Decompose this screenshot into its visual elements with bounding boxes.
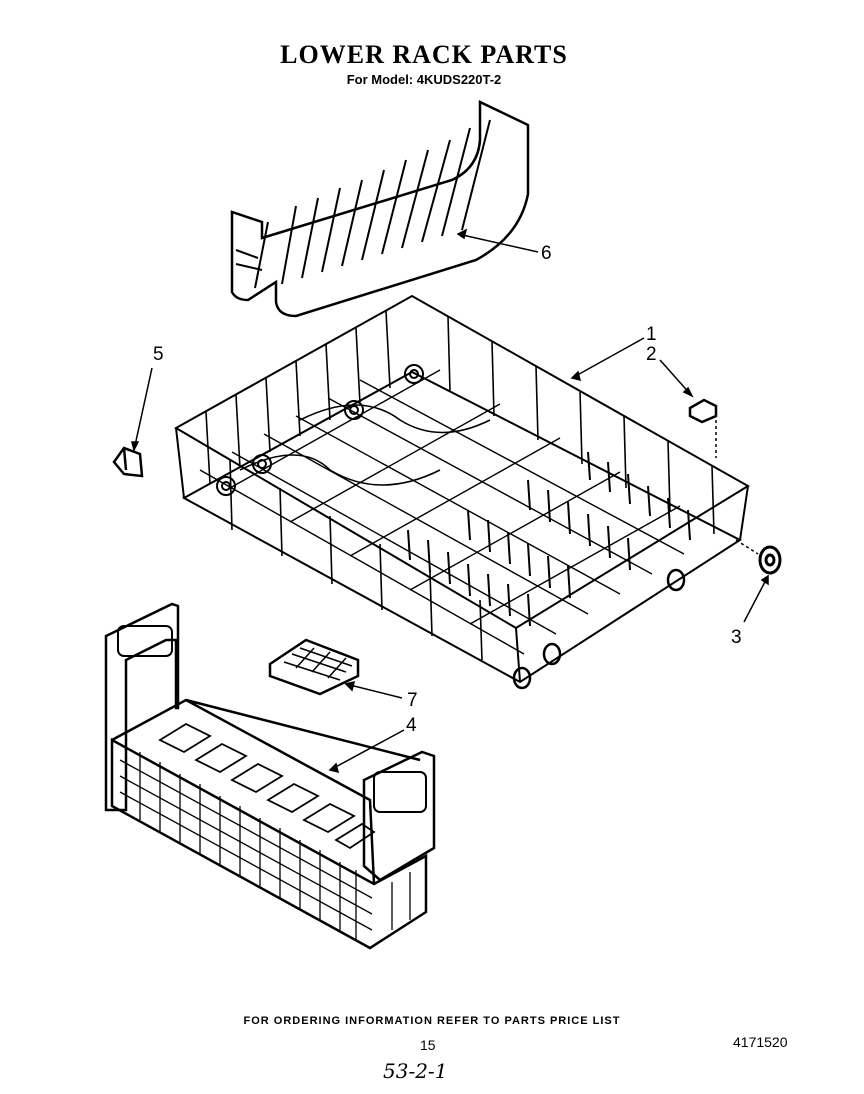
page-title: LOWER RACK PARTS xyxy=(280,40,568,69)
leader-lines xyxy=(131,228,769,774)
part-5-clip xyxy=(112,446,144,478)
callout-1: 1 xyxy=(646,324,657,345)
part-1-lower-rack xyxy=(173,294,750,690)
callout-3: 3 xyxy=(731,627,742,648)
page-number: 15 xyxy=(420,1037,436,1053)
part-6-tine-panel xyxy=(230,100,530,318)
handwritten-note: 53-2-1 xyxy=(383,1059,448,1083)
document-number: 4171520 xyxy=(733,1034,788,1050)
ordering-note: FOR ORDERING INFORMATION REFER TO PARTS … xyxy=(243,1015,621,1027)
part-2-clip xyxy=(688,398,718,458)
part-3-wheel xyxy=(735,539,782,575)
model-subtitle: For Model: 4KUDS220T-2 xyxy=(346,72,502,87)
callout-5: 5 xyxy=(153,344,164,365)
callout-4: 4 xyxy=(406,715,417,736)
callout-2: 2 xyxy=(646,344,657,365)
part-4-silverware-basket xyxy=(104,602,436,950)
callout-7: 7 xyxy=(407,690,418,711)
callout-6: 6 xyxy=(541,243,552,264)
part-7-cover xyxy=(268,638,360,696)
